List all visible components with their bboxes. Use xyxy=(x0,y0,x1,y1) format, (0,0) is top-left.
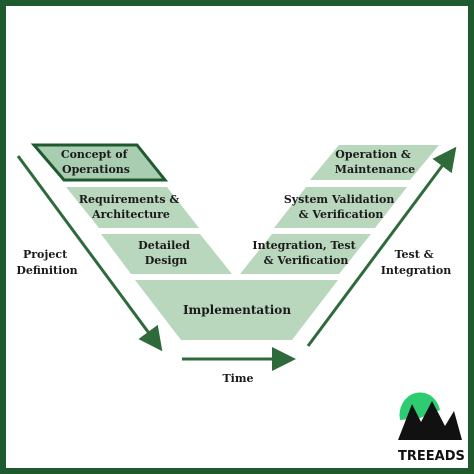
stage-label: Design xyxy=(145,254,188,267)
axis-label-left: Definition xyxy=(16,264,77,277)
axis-label-time: Time xyxy=(222,372,253,385)
stage-integration-test xyxy=(240,234,371,274)
project-definition-arrow xyxy=(16,155,163,352)
svg-text:Test & Integration: Test & Integration xyxy=(381,248,451,277)
svg-text:Requirements & Architectur: Requirements & Architecture xyxy=(79,193,183,221)
svg-text:Project Definition: Project Definition xyxy=(16,248,77,277)
stage-label: Operations xyxy=(62,163,130,176)
stage-implementation xyxy=(135,280,338,340)
axis-label-left: Project xyxy=(23,248,68,261)
svg-text:Integration, Test & Verifi: Integration, Test & Verification xyxy=(252,239,359,267)
stage-operation-maintenance xyxy=(310,145,439,180)
stage-label: Integration, Test xyxy=(252,239,356,252)
stage-label: Maintenance xyxy=(335,163,415,176)
svg-text:System Validation & Verifi: System Validation & Verification xyxy=(284,193,398,221)
test-integration-arrow xyxy=(306,146,457,347)
stage-requirements-architecture xyxy=(66,187,199,228)
stage-label: & Verification xyxy=(264,254,349,267)
stage-detailed-design xyxy=(101,234,232,274)
stage-label-implementation: Implementation xyxy=(183,303,291,317)
stage-label: Detailed xyxy=(138,239,190,252)
stage-label: Concept of xyxy=(61,148,129,161)
stage-label: & Verification xyxy=(299,208,384,221)
axis-label-right: Integration xyxy=(381,264,451,277)
logo-text: TREEADS xyxy=(398,449,465,464)
stage-label: Requirements & xyxy=(79,193,180,206)
stage-system-validation xyxy=(274,187,407,228)
svg-text:Concept of Operations: Concept of Operations xyxy=(61,148,131,176)
axis-label-right: Test & xyxy=(395,248,434,261)
treeads-logo: TREEADS xyxy=(398,392,465,464)
stage-label: Operation & xyxy=(335,148,411,161)
svg-text:Operation & Maintenance: Operation & Maintenance xyxy=(335,148,415,176)
logo-mountain-icon xyxy=(398,401,462,440)
svg-text:Detailed Design: Detailed Design xyxy=(138,239,194,267)
stage-label: System Validation xyxy=(284,193,395,206)
stage-concept-of-operations xyxy=(30,143,169,182)
stage-label: Architecture xyxy=(91,208,170,221)
